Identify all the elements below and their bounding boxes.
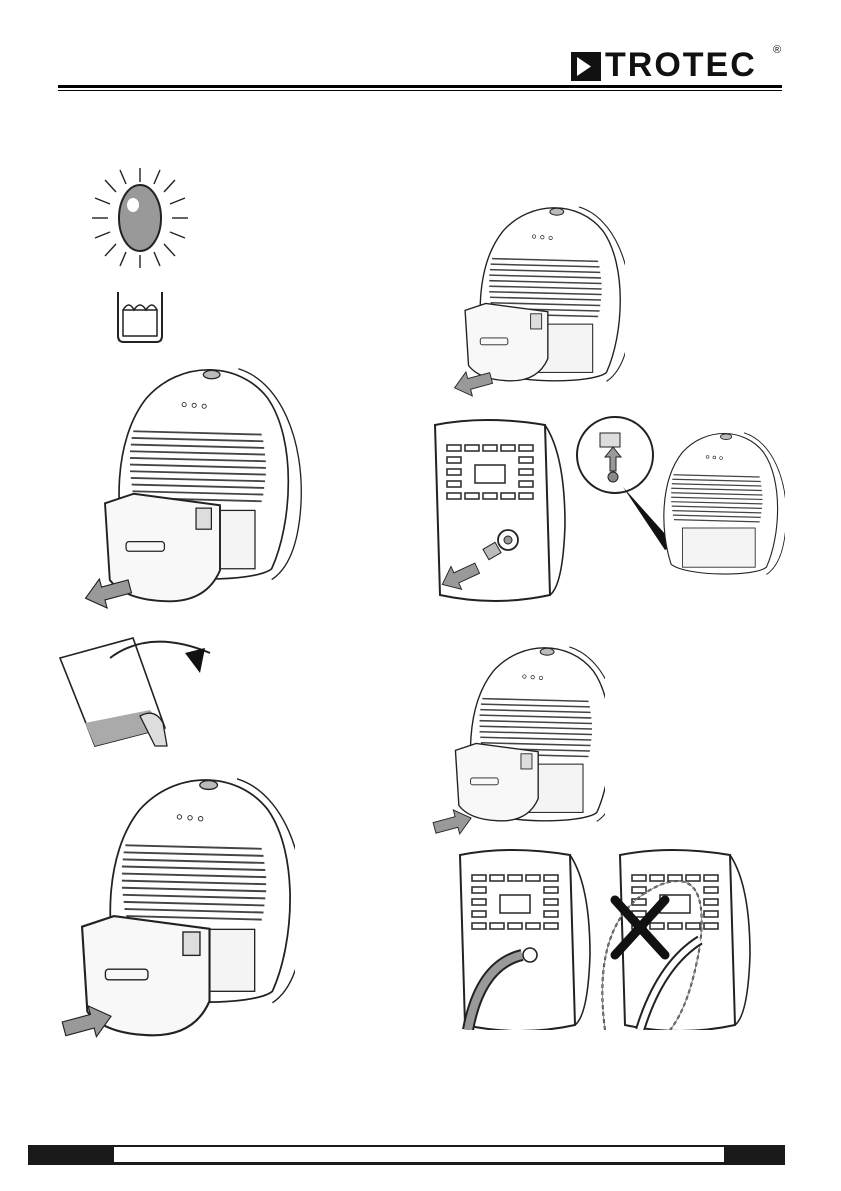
insert-water-tank-small: [430, 640, 605, 840]
connect-drain-hose: [450, 845, 600, 1030]
water-tank-full-indicator: [80, 160, 200, 350]
insert-water-tank: [55, 770, 295, 1040]
header-rule-thin: [58, 90, 782, 91]
empty-water-tank: [55, 628, 220, 753]
float-detail: [575, 415, 785, 615]
water-tank-icon: [118, 292, 162, 342]
remove-drain-plug: [425, 415, 575, 615]
brand-name: TROTEC: [605, 47, 757, 83]
footer-bar: [28, 1145, 785, 1165]
remove-water-tank: [80, 360, 305, 615]
hose-kink-warning: [600, 845, 785, 1030]
registered-mark: ®: [773, 44, 781, 56]
footer-bar-center: [114, 1147, 724, 1162]
trotec-logo: TROTEC ®: [569, 48, 784, 84]
trotec-logo-mark-icon: [569, 48, 603, 84]
led-icon: [119, 185, 161, 251]
remove-water-tank-small: [450, 200, 625, 400]
header-rule: [58, 85, 782, 88]
